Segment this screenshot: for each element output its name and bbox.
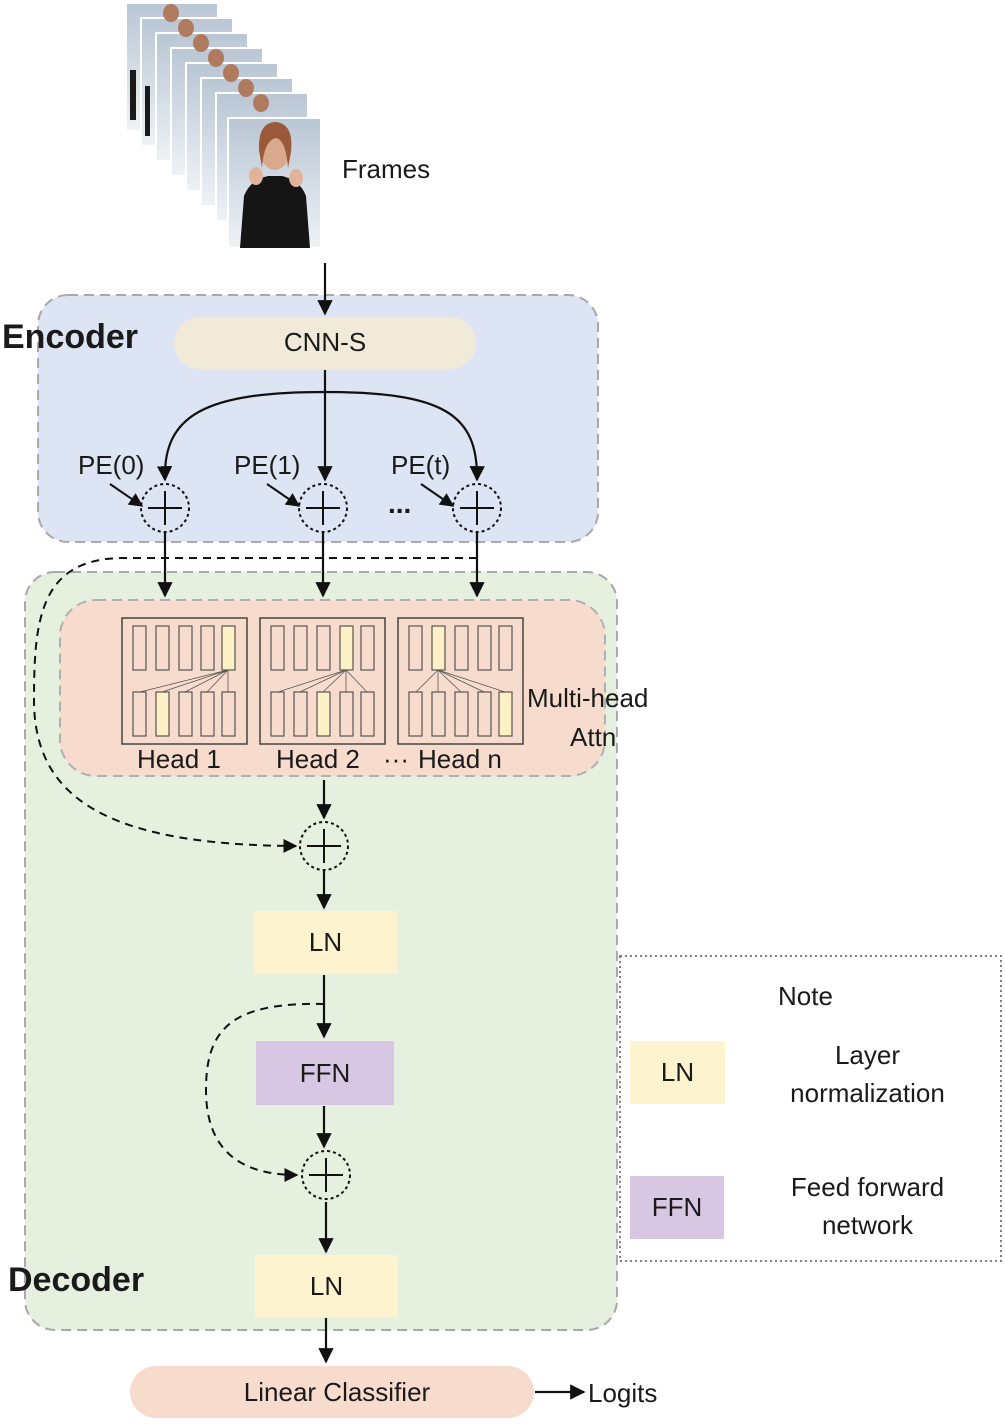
note-ln-desc-line1: Layer [834, 1040, 901, 1070]
pe0-arrow [109, 483, 144, 507]
head-label-1: Head 1 [137, 744, 221, 774]
ffn-box [256, 1041, 394, 1105]
encoder-ellipsis: ... [388, 488, 412, 519]
ffn-label: FFN [299, 1058, 351, 1088]
cnn-s-box [174, 317, 476, 369]
sum-node-ffn [301, 1150, 351, 1200]
residual-attn-arrow [32, 557, 477, 853]
classifier-box [130, 1366, 534, 1418]
attention-head-2 [259, 617, 386, 745]
cnn-to-sum0-arrow [156, 390, 326, 482]
note-ln-swatch [630, 1041, 725, 1104]
attention-head-n [397, 617, 524, 745]
pet-arrow [420, 483, 455, 507]
sum-node-t [452, 483, 502, 533]
note-legend-box [619, 955, 1002, 1262]
head-label-n: Head n [418, 744, 502, 774]
encoder-title: Encoder [2, 318, 139, 356]
ln1-label: LN [308, 927, 343, 957]
attention-head-1 [121, 617, 248, 745]
sum-node-0 [140, 483, 190, 533]
note-ffn-desc-line2: network [821, 1210, 914, 1240]
frames-label: Frames [342, 154, 431, 184]
note-ffn-box-label: FFN [651, 1192, 703, 1222]
note-ln-box-label: LN [660, 1057, 695, 1087]
classifier-label: Linear Classifier [243, 1377, 431, 1407]
pe-label-0: PE(0) [78, 450, 145, 480]
cnn-to-sumt-arrow [324, 390, 485, 482]
pe1-arrow [266, 483, 301, 507]
multihead-label-line1: Multi-head [527, 683, 649, 713]
note-ln-desc-line2: normalization [790, 1078, 945, 1108]
pe-label-1: PE(1) [234, 450, 301, 480]
ln2-box [255, 1255, 398, 1317]
sum-node-1 [298, 483, 348, 533]
note-ffn-swatch [630, 1176, 724, 1239]
signer-figure [240, 122, 310, 248]
multihead-label-line2: Attn [570, 722, 617, 752]
pe-label-t: PE(t) [391, 450, 451, 480]
frames-stack [125, 2, 322, 249]
residual-ffn-arrow [204, 1002, 325, 1182]
sum-node-attn [299, 821, 349, 871]
note-ffn-desc-line1: Feed forward [790, 1172, 945, 1202]
decoder-title: Decoder [8, 1261, 145, 1299]
ln1-box [254, 911, 397, 974]
head-ellipsis: ··· [383, 744, 409, 774]
cnn-s-label: CNN-S [283, 327, 367, 357]
note-title: Note [778, 981, 833, 1011]
ln2-label: LN [309, 1271, 344, 1301]
head-label-2: Head 2 [276, 744, 360, 774]
attention-region [59, 599, 606, 777]
logits-label: Logits [588, 1378, 658, 1408]
